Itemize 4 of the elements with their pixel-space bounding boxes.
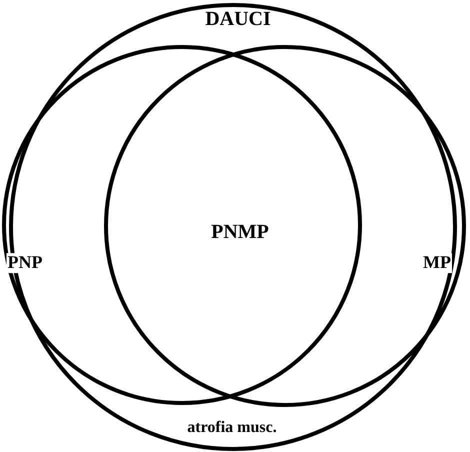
- region-label: DAUCI: [204, 8, 272, 30]
- region-label: MP: [422, 253, 452, 273]
- region-label: PNP: [6, 253, 44, 273]
- region-label: PNMP: [210, 221, 270, 243]
